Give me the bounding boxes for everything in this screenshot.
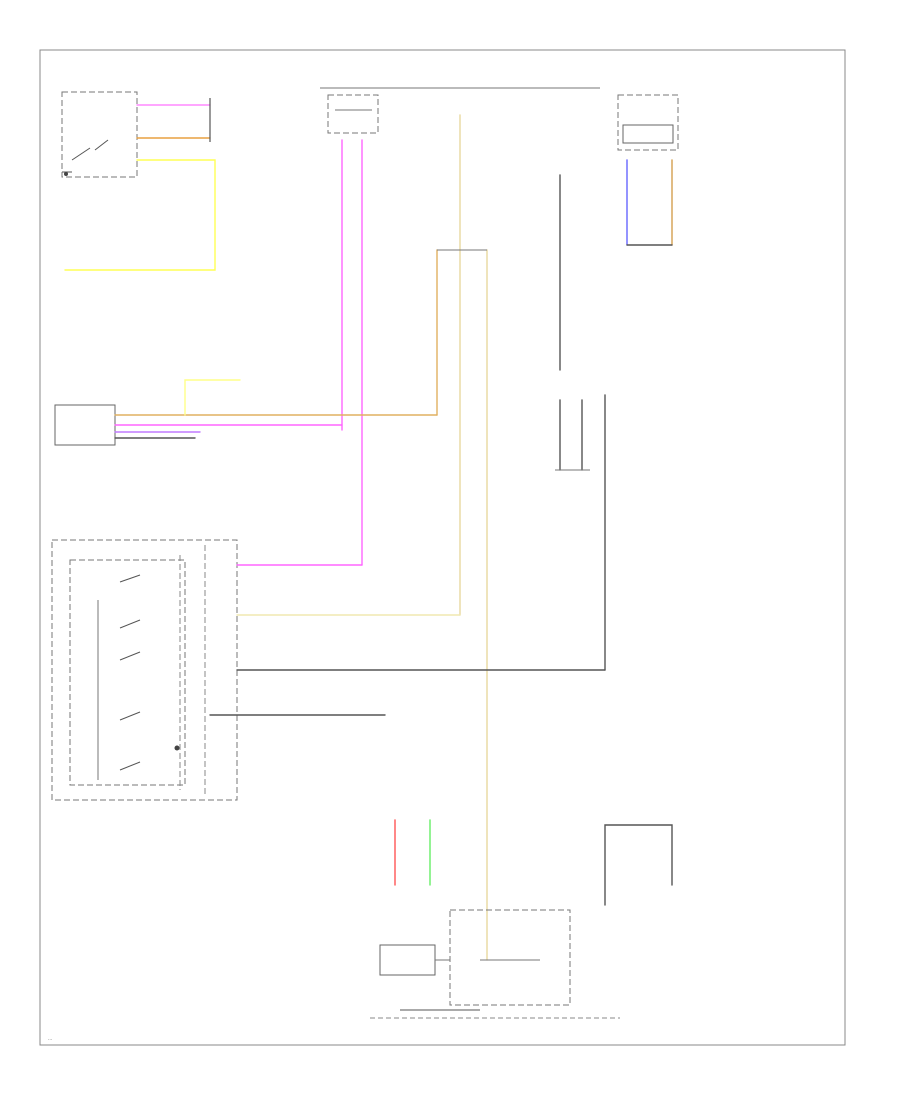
top-left-wires — [64, 98, 216, 271]
top-center-module — [327, 94, 379, 134]
tan-vertical-wires — [436, 114, 488, 961]
bottom-right-loop — [604, 824, 673, 906]
light-switch-panel — [51, 539, 238, 801]
instrument-cluster — [370, 909, 620, 1019]
top-right-module — [617, 94, 679, 151]
wire-yellow — [64, 159, 216, 271]
pink-vertical-wires — [341, 139, 363, 566]
footer-code: ... — [48, 1037, 52, 1042]
bottom-left-connector — [394, 819, 431, 886]
panel-output-wires — [209, 564, 606, 716]
sensor-wires — [114, 379, 438, 439]
right-middle-connector — [555, 394, 606, 671]
left-middle-sensor — [54, 404, 116, 446]
top-left-switch — [61, 91, 138, 178]
top-right-loop-wires — [626, 159, 673, 246]
diagram-frame — [39, 49, 846, 1046]
